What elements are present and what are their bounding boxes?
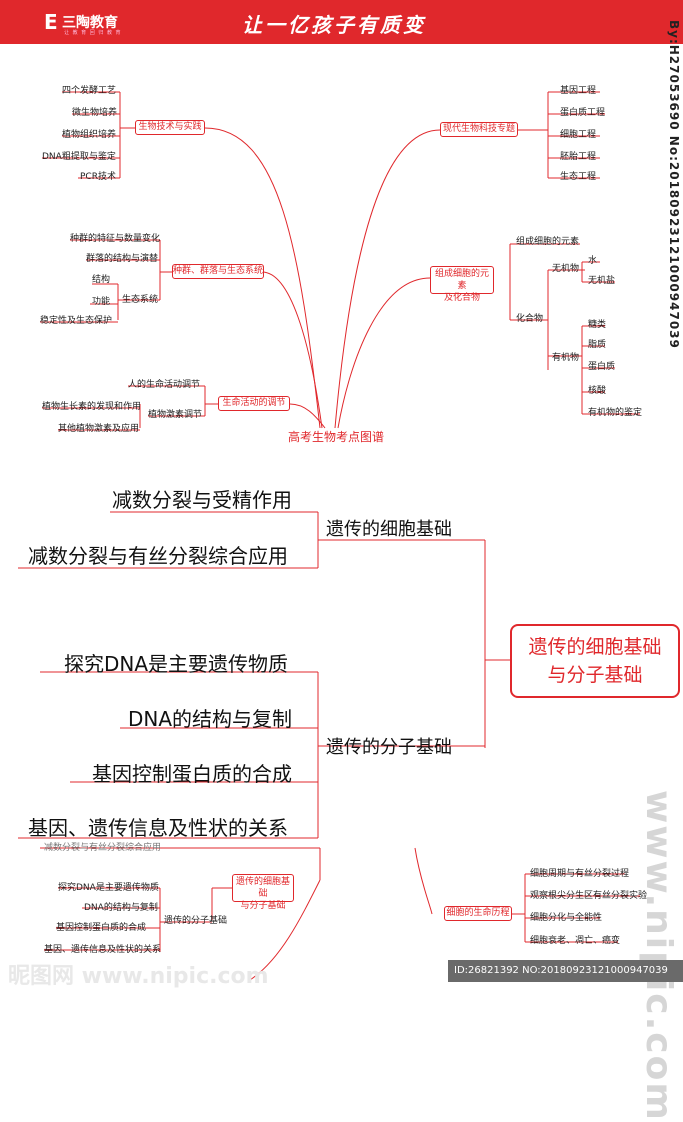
organic-item: 糖类: [588, 320, 607, 330]
map2-cell-basis: 遗传的细胞基础: [326, 519, 452, 540]
map2-root-line1: 遗传的细胞基础: [528, 636, 662, 658]
bio-tech-item: 植物组织培养: [62, 130, 117, 140]
map2-cell-item: 减数分裂与受精作用: [112, 488, 292, 512]
node-modern-biotech: 现代生物科技专题: [440, 122, 518, 137]
map2-molecular: 遗传的分子基础: [326, 737, 452, 758]
bio-tech-item: PCR技术: [80, 172, 116, 182]
map2-molecular-item: 基因控制蛋白质的合成: [92, 762, 292, 786]
map3-root: 遗传的细胞基础 与分子基础: [232, 874, 294, 911]
modern-item: 蛋白质工程: [560, 108, 606, 118]
population-item: 结构: [92, 275, 111, 285]
slogan: 让一亿孩子有质变: [242, 13, 426, 37]
bio-tech-item: 四个发酵工艺: [62, 86, 117, 96]
node-cell-composition-line2: 及化合物: [443, 293, 480, 303]
node-cell-composition: 组成细胞的元素 及化合物: [430, 266, 494, 303]
site-watermark: www.nipic.com: [638, 790, 679, 1122]
map3-molecular-item: 基因、遗传信息及性状的关系: [44, 945, 162, 955]
map3-root-line2: 与分子基础: [240, 901, 286, 911]
node-population: 种群、群落与生态系统: [172, 264, 264, 279]
map3-root-line1: 遗传的细胞基础: [235, 877, 290, 899]
population-item: 群落的结构与演替: [86, 254, 159, 264]
population-sub: 生态系统: [122, 295, 159, 305]
regulation-sub-item: 其他植物激素及应用: [58, 424, 140, 434]
cell-organic: 有机物: [552, 353, 580, 363]
organic-item: 核酸: [588, 386, 607, 396]
map2-root-line2: 与分子基础: [547, 664, 643, 686]
modern-item: 细胞工程: [560, 130, 597, 140]
node-cell-composition-line1: 组成细胞的元素: [434, 269, 489, 291]
map2-molecular-item: 基因、遗传信息及性状的关系: [28, 816, 288, 840]
bio-tech-item: 微生物培养: [72, 108, 118, 118]
map3-partial-item: 减数分裂与有丝分裂综合应用: [44, 843, 162, 853]
bio-tech-item: DNA粗提取与鉴定: [42, 152, 116, 162]
footer-watermark: 昵图网 www.nipic.com: [8, 964, 269, 989]
map2-root: 遗传的细胞基础 与分子基础: [510, 624, 680, 698]
side-code: By:H27053690 No:20180923121000947039: [667, 20, 681, 349]
life-history-item: 细胞分化与全能性: [530, 913, 603, 923]
map3-molecular: 遗传的分子基础: [164, 916, 228, 926]
organic-item: 有机物的鉴定: [588, 408, 643, 418]
map1-center: 高考生物考点图谱: [288, 430, 385, 444]
map2-molecular-item: 探究DNA是主要遗传物质: [64, 652, 289, 676]
map2-cell-item: 减数分裂与有丝分裂综合应用: [28, 544, 288, 568]
image-id-bar: ID:26821392 NO:20180923121000947039: [448, 960, 683, 982]
life-history-item: 细胞衰老、凋亡、癌变: [530, 936, 621, 946]
organic-item: 蛋白质: [588, 362, 616, 372]
inorganic-item: 无机盐: [588, 276, 616, 286]
brand-name: 三陶教育: [62, 15, 118, 31]
map3-molecular-item: 基因控制蛋白质的合成: [56, 923, 147, 933]
map3-life-history: 细胞的生命历程: [444, 906, 512, 921]
population-item: 功能: [92, 297, 111, 307]
connector-lines: [18, 91, 640, 981]
life-history-item: 观察根尖分生区有丝分裂实验: [530, 891, 648, 901]
life-history-item: 细胞周期与有丝分裂过程: [530, 869, 630, 879]
population-item: 种群的特征与数量变化: [70, 234, 161, 244]
map2-molecular-item: DNA的结构与复制: [128, 707, 293, 731]
cell-compounds: 化合物: [516, 314, 544, 324]
logo-icon: E: [44, 10, 58, 34]
regulation-item: 植物激素调节: [148, 410, 203, 420]
population-item: 稳定性及生态保护: [40, 316, 113, 326]
header-bar: E 三陶教育 让 教 育 回 归 教 育 让一亿孩子有质变: [0, 0, 683, 44]
node-regulation: 生命活动的调节: [218, 396, 290, 411]
map3-molecular-item: DNA的结构与复制: [84, 903, 158, 913]
modern-item: 基因工程: [560, 86, 597, 96]
modern-item: 胚胎工程: [560, 152, 597, 162]
organic-item: 脂质: [588, 340, 607, 350]
node-bio-tech: 生物技术与实践: [135, 120, 205, 135]
cell-elements: 组成细胞的元素: [516, 237, 580, 247]
regulation-sub-item: 植物生长素的发现和作用: [42, 402, 142, 412]
regulation-item: 人的生命活动调节: [128, 380, 201, 390]
inorganic-item: 水: [588, 256, 598, 266]
modern-item: 生态工程: [560, 172, 597, 182]
brand-tagline: 让 教 育 回 归 教 育: [64, 30, 122, 36]
cell-inorganic: 无机物: [552, 264, 580, 274]
map3-molecular-item: 探究DNA是主要遗传物质: [58, 883, 159, 893]
